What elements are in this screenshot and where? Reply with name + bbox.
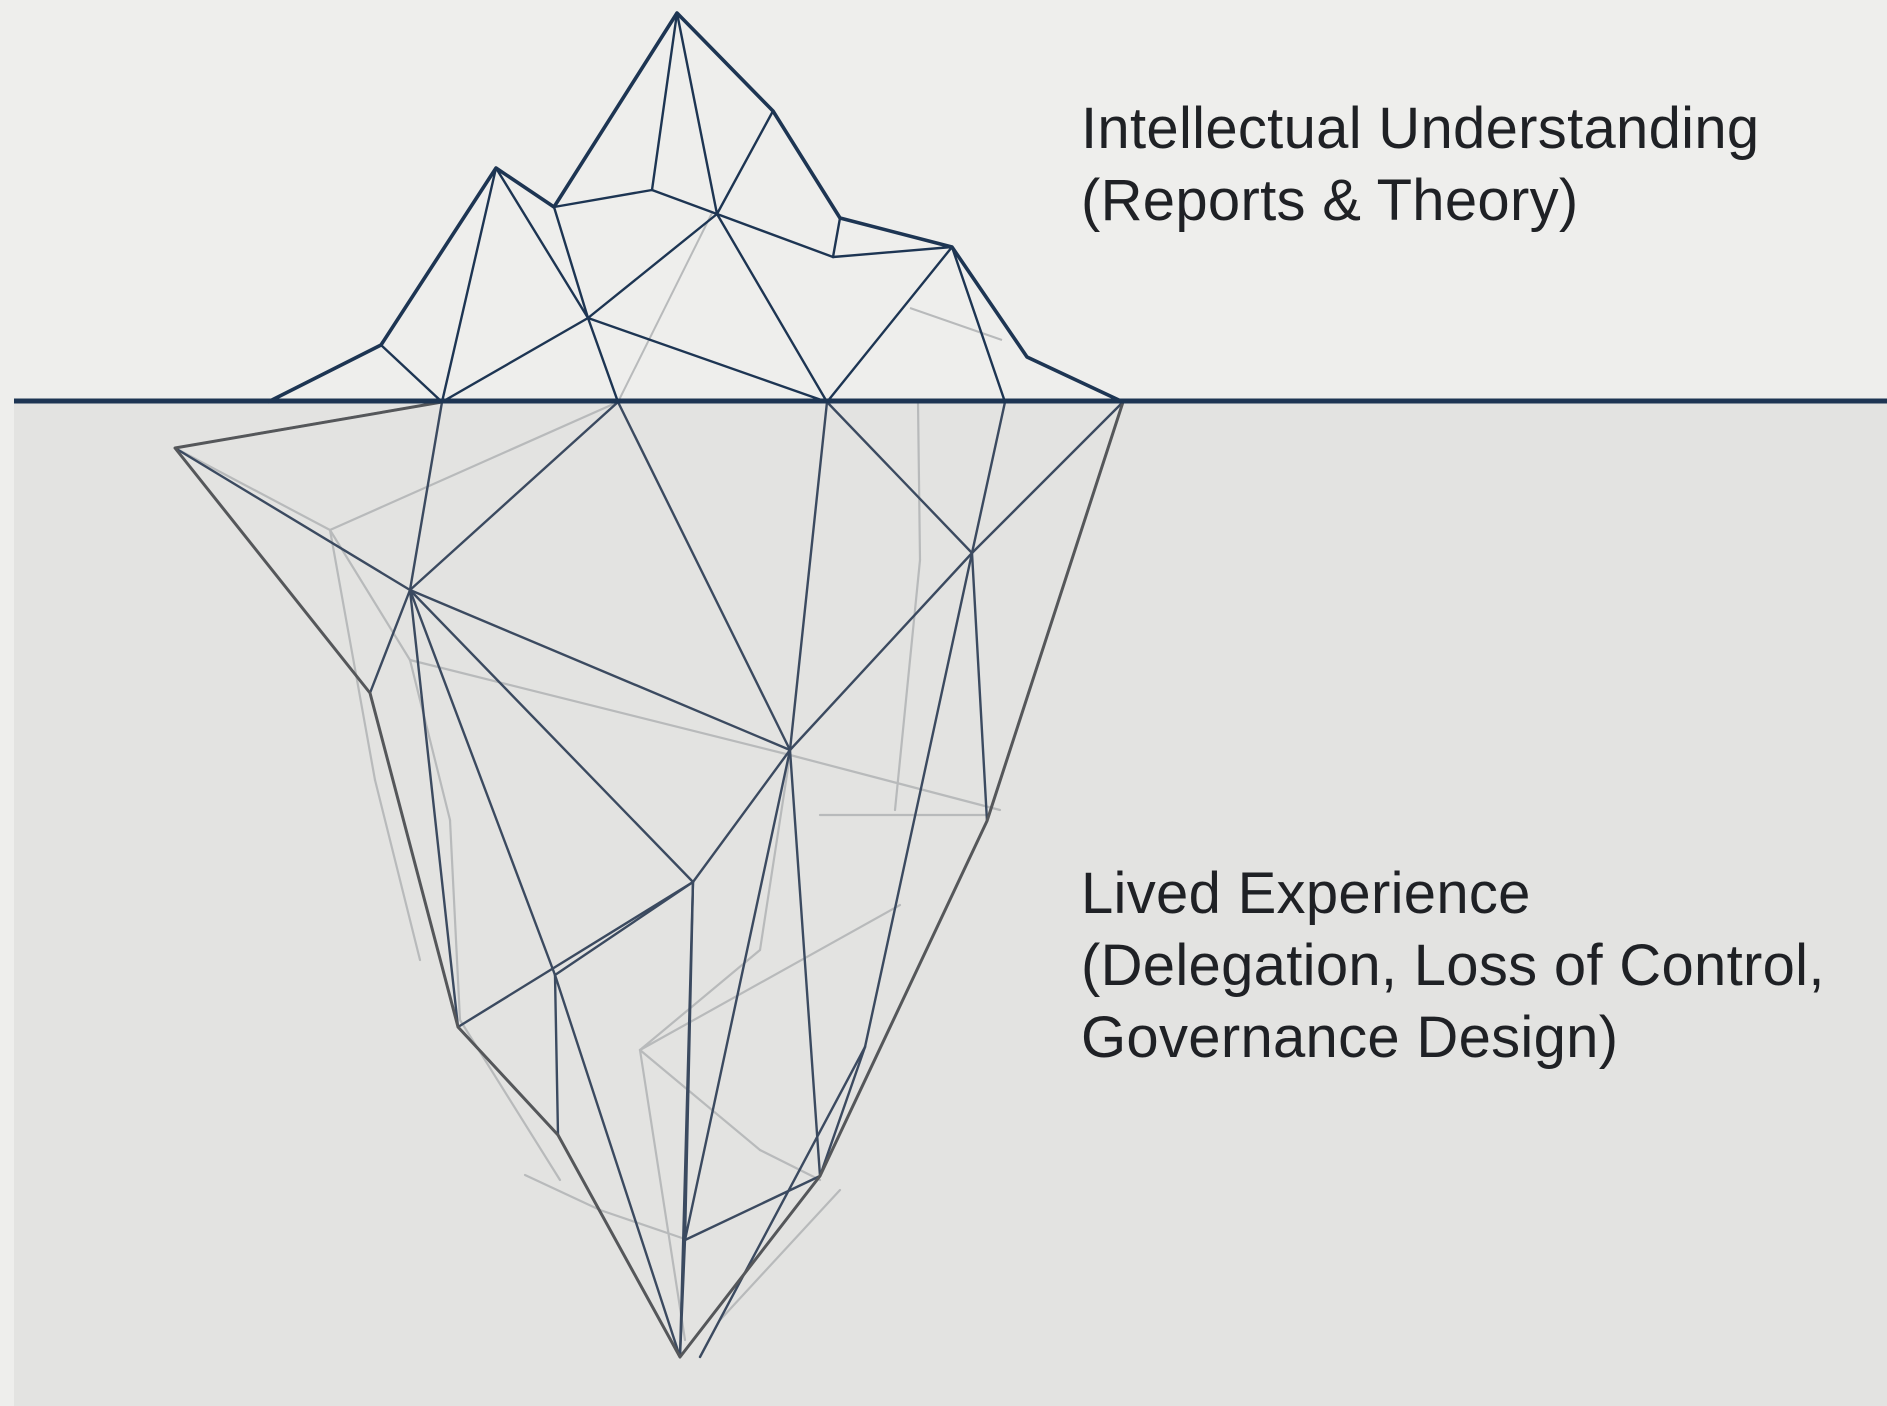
iceberg-underwater-outline xyxy=(173,400,1125,1359)
below-water-label-line-2: (Delegation, Loss of Control, xyxy=(1081,933,1825,998)
iceberg-above-back-edges xyxy=(617,212,1003,403)
below-water-label-line-1: Lived Experience xyxy=(1081,861,1531,926)
above-water-label-line-2: (Reports & Theory) xyxy=(1081,168,1579,233)
sky-background xyxy=(0,0,1887,401)
iceberg-above-front-edges xyxy=(379,11,1007,404)
above-water-label: Intellectual Understanding (Reports & Th… xyxy=(1081,93,1759,237)
iceberg-above-outline xyxy=(267,11,1124,404)
below-water-label-line-3: Governance Design) xyxy=(1081,1005,1619,1070)
above-water-label-line-1: Intellectual Understanding xyxy=(1081,96,1760,161)
water-background xyxy=(14,401,1887,1406)
below-water-label: Lived Experience (Delegation, Loss of Co… xyxy=(1081,858,1825,1074)
